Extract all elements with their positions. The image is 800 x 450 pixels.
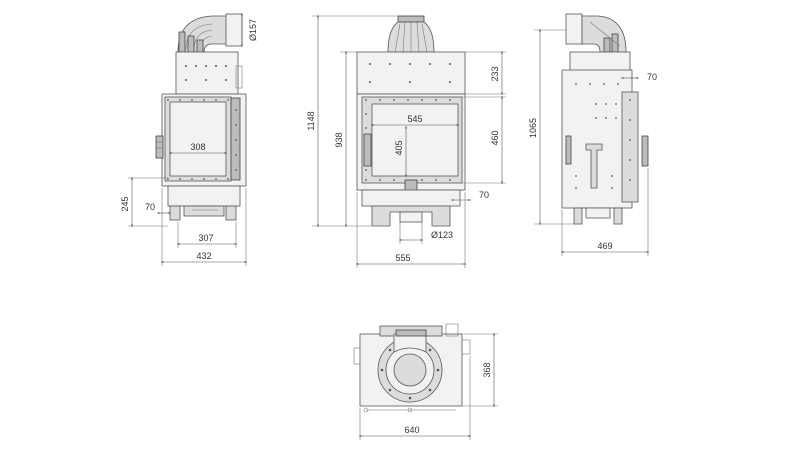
dim-front-leg-offset: 70 (145, 202, 155, 212)
front-base (167, 185, 241, 207)
dim-front-glass-width: 308 (190, 142, 205, 152)
front-view (155, 13, 247, 221)
center-view (356, 15, 466, 227)
front-top-housing (175, 51, 239, 95)
dim-front-total-width: 432 (196, 251, 211, 261)
side-dimensions: 1065 70 469 (528, 28, 657, 256)
side-view (561, 13, 649, 225)
dim-center-glass-height: 460 (490, 130, 500, 145)
dim-center-total-height: 1148 (306, 111, 316, 130)
front-dimensions: Ø157 308 245 70 307 432 (120, 12, 258, 266)
flue-elbow (177, 13, 243, 55)
dim-center-body-height: 938 (334, 132, 344, 147)
top-dimensions: 368 640 (358, 332, 498, 440)
dim-center-bottom-offset: 70 (479, 190, 489, 200)
top-flue-ring (377, 337, 443, 403)
top-view (353, 323, 471, 413)
dim-front-pipe-diameter: Ø157 (248, 19, 258, 41)
dim-front-height-low: 245 (120, 196, 130, 211)
dim-center-glass-width: 545 (407, 114, 422, 124)
dim-top-depth: 368 (482, 362, 492, 377)
dim-side-height: 1065 (528, 118, 538, 138)
dim-front-leg-span: 307 (198, 233, 213, 243)
dim-center-top: 233 (490, 66, 500, 81)
dim-top-width: 640 (404, 425, 419, 435)
side-body (561, 69, 633, 209)
center-base (361, 189, 461, 207)
center-glass (371, 103, 459, 177)
flue-dome (387, 15, 435, 53)
side-flue-elbow (565, 13, 627, 53)
center-top-housing (356, 51, 466, 95)
front-glass (169, 101, 227, 177)
center-dimensions: 1148 938 233 545 405 460 70 Ø123 555 (306, 14, 506, 268)
dim-side-depth: 469 (597, 241, 612, 251)
dim-center-total-width: 555 (395, 253, 410, 263)
dim-side-offset: 70 (647, 72, 657, 82)
dim-center-pipe-diameter: Ø123 (431, 230, 453, 240)
dim-center-glass-height-inner: 405 (394, 140, 404, 155)
